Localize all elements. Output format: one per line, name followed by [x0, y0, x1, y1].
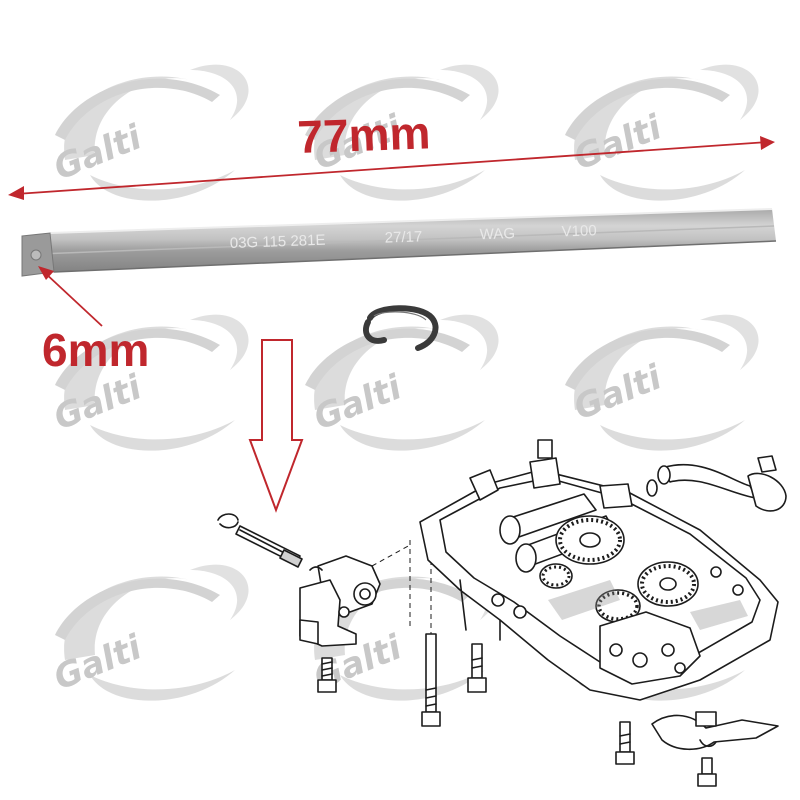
bolt [317, 657, 337, 693]
down-arrow-outline-icon [248, 339, 304, 513]
rod-code-3: V100 [561, 222, 597, 240]
gear [595, 589, 641, 623]
rod-code-2: WAG [479, 225, 515, 243]
diameter-pointer-arrow [38, 266, 103, 327]
rod-part-number: 03G 115 281E [230, 232, 326, 252]
bolt [467, 643, 487, 693]
rod-code-1: 27/17 [384, 228, 422, 246]
lower-pipe [651, 711, 779, 751]
length-dimension-arrow [8, 136, 775, 200]
hex-shaft-rod: 03G 115 281E 27/17 WAG V100 [21, 208, 777, 277]
bolt [421, 633, 441, 727]
gear [637, 561, 699, 607]
pointer-arrow-icon [38, 266, 54, 280]
rod-engraving: 03G 115 281E 27/17 WAG V100 [230, 222, 597, 252]
bolt [697, 757, 717, 787]
gear [539, 563, 573, 589]
length-label: 77mm [297, 106, 432, 163]
oil-pump-exploded-diagram [217, 439, 787, 787]
oil-pickup-pipe [646, 455, 787, 512]
bolt [615, 721, 635, 765]
diameter-label: 6mm [42, 324, 149, 376]
circlip [363, 305, 439, 351]
gear [555, 515, 625, 565]
